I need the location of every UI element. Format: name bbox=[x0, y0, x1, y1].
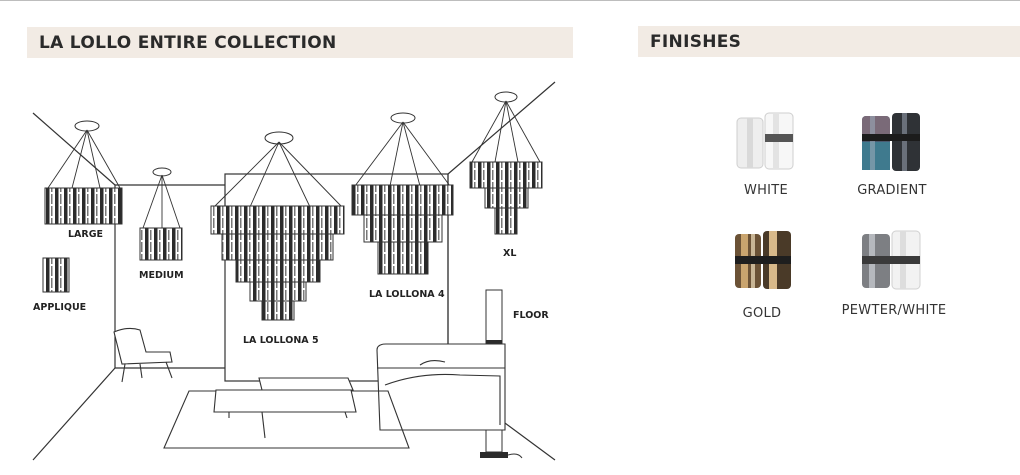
label-lollona5: LA LOLLONA 5 bbox=[243, 335, 319, 346]
label-lollona4: LA LOLLONA 4 bbox=[369, 289, 445, 300]
gradient-finish-swatch bbox=[862, 113, 920, 171]
xl-pendant bbox=[469, 91, 543, 235]
lounge-chair bbox=[113, 327, 173, 383]
medium-pendant bbox=[139, 167, 183, 261]
finish-label-gold: GOLD bbox=[742, 306, 782, 321]
label-large: LARGE bbox=[68, 229, 103, 240]
finish-label-gradient: GRADIENT bbox=[857, 183, 927, 198]
label-floor: FLOOR bbox=[513, 310, 549, 321]
label-medium: MEDIUM bbox=[139, 270, 184, 281]
sofa bbox=[376, 343, 506, 431]
finishes-title: FINISHES bbox=[650, 31, 742, 52]
applique-lamp bbox=[42, 257, 70, 293]
white-finish-swatch bbox=[736, 112, 794, 170]
gold-finish-swatch bbox=[735, 231, 791, 289]
pewter-white-finish-swatch bbox=[862, 230, 921, 290]
label-xl: XL bbox=[503, 248, 516, 259]
collection-title: LA LOLLO ENTIRE COLLECTION bbox=[39, 32, 337, 53]
top-divider bbox=[0, 0, 1020, 1]
coffee-table bbox=[213, 377, 357, 439]
collection-header: LA LOLLO ENTIRE COLLECTION bbox=[27, 27, 573, 58]
lollona5-pendant bbox=[210, 131, 345, 321]
lollona4-pendant bbox=[351, 112, 454, 275]
finish-label-pewter-white: PEWTER/WHITE bbox=[841, 303, 947, 318]
large-pendant bbox=[44, 120, 123, 225]
finish-label-white: WHITE bbox=[743, 183, 789, 198]
label-applique: APPLIQUE bbox=[33, 302, 86, 313]
finishes-header: FINISHES bbox=[638, 26, 1020, 57]
